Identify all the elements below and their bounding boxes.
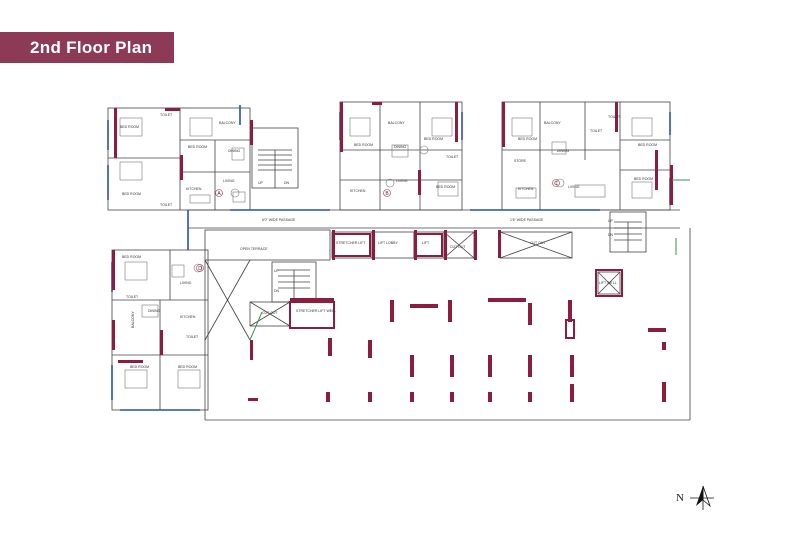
label-bedroom-c3: BED ROOM — [634, 177, 653, 181]
label-bedroom-c2: BED ROOM — [638, 143, 657, 147]
label-up-2: UP — [274, 269, 280, 273]
label-dn-3: DN — [608, 233, 614, 237]
label-dining-b: DINING — [394, 145, 407, 149]
label-lift: LIFT — [422, 241, 430, 245]
label-toilet-a: TOILET — [160, 113, 173, 117]
label-dining-c: DINING — [557, 149, 570, 153]
label-bedroom-d1: BED ROOM — [122, 255, 141, 259]
page-title: 2nd Floor Plan — [0, 32, 174, 63]
label-bedroom-c1: BED ROOM — [518, 137, 537, 141]
label-kitchen-d: KITCHEN — [180, 315, 196, 319]
label-kitchen-c: KITCHEN — [518, 187, 534, 191]
north-arrow: N — [676, 484, 716, 514]
unit-marker-d: D — [198, 266, 202, 272]
label-passage-right: 1'6" WIDE PASSAGE — [510, 218, 544, 222]
label-bedroom-a2: BED ROOM — [188, 145, 207, 149]
label-dn-2: DN — [274, 289, 280, 293]
label-toilet-c2: TOILET — [608, 115, 621, 119]
label-bedroom-d2: BED ROOM — [130, 365, 149, 369]
label-toilet-b: TOILET — [446, 155, 459, 159]
label-balcony-d: BALCONY — [131, 311, 135, 328]
label-dining-d: DINING — [148, 309, 161, 313]
label-toilet-a2: TOILET — [160, 203, 173, 207]
label-kitchen-b: KITCHEN — [350, 189, 366, 193]
label-balcony-c: BALCONY — [544, 121, 561, 125]
label-stretcher-lift-well: STRETCHER LIFT WELL — [296, 309, 336, 313]
label-cut-out: CUT OUT — [450, 245, 466, 249]
label-stretcher-lift: STRETCHER LIFT — [336, 241, 366, 245]
unit-marker-b: B — [385, 191, 389, 197]
label-cut-out2: CUT OUT — [530, 241, 546, 245]
label-toilet-c: TOILET — [590, 129, 603, 133]
label-toilet-d: TOILET — [126, 295, 139, 299]
label-living-a: LIVING — [223, 179, 235, 183]
label-living-c: LIVING — [568, 185, 580, 189]
label-bedroom-d3: BED ROOM — [178, 365, 197, 369]
label-passage-left: 6'0" WIDE PASSAGE — [262, 218, 296, 222]
label-store-c: STORE — [514, 159, 527, 163]
label-bedroom-a1: BED ROOM — [120, 125, 139, 129]
label-lift-well: LIFT WELL — [599, 281, 617, 285]
label-kitchen-a: KITCHEN — [186, 187, 202, 191]
label-up-1: UP — [258, 181, 264, 185]
label-bedroom-a3: BED ROOM — [122, 192, 141, 196]
label-balcony-a: BALCONY — [219, 121, 236, 125]
label-balcony-b: BALCONY — [388, 121, 405, 125]
label-living-b: LIVING — [396, 179, 408, 183]
structural-columns — [112, 102, 673, 402]
label-open-terrace: OPEN TERRACE — [240, 247, 268, 251]
unit-marker-a: A — [217, 191, 221, 197]
label-cut-out3: CUT OUT — [262, 311, 278, 315]
label-bedroom-b2: BED ROOM — [424, 137, 443, 141]
label-bedroom-b3: BED ROOM — [436, 185, 455, 189]
label-living-d: LIVING — [180, 281, 192, 285]
label-up-3: UP — [608, 219, 614, 223]
label-lift-lobby: LIFT LOBBY — [378, 241, 398, 245]
label-bedroom-b1: BED ROOM — [354, 143, 373, 147]
north-label: N — [676, 492, 684, 504]
label-dn-1: DN — [284, 181, 290, 185]
unit-marker-c: C — [554, 181, 558, 187]
compass-icon — [690, 485, 714, 510]
label-dining-a: DINING — [228, 149, 241, 153]
label-toilet-d2: TOILET — [186, 335, 199, 339]
